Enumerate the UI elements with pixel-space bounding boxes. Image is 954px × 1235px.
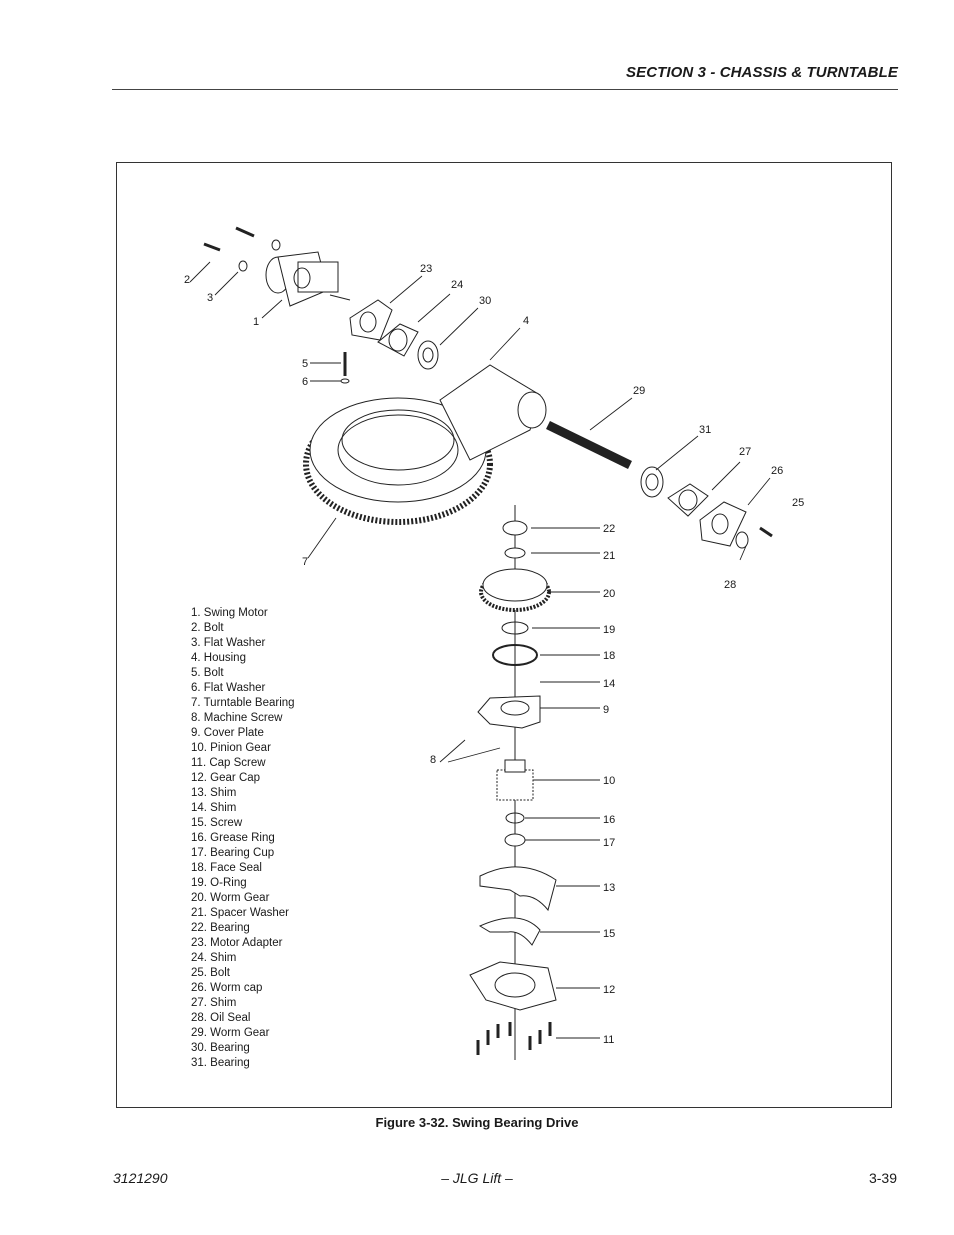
screw-15-part [478, 917, 541, 946]
callout-14: 14 [603, 678, 615, 690]
callout-21: 21 [603, 550, 615, 562]
callout-30: 30 [479, 295, 491, 307]
worm-gear-29-part [546, 420, 632, 470]
legend-item: 28. Oil Seal [191, 1012, 251, 1024]
swing-motor-part [265, 251, 351, 307]
legend-item: 31. Bearing [191, 1057, 250, 1069]
legend-item: 23. Motor Adapter [191, 937, 283, 949]
gear-cap-part [469, 961, 557, 1011]
callout-8: 8 [430, 754, 436, 766]
doc-number: 3121290 [113, 1170, 168, 1186]
callout-11: 11 [603, 1034, 614, 1046]
callout-20: 20 [603, 588, 615, 600]
figure-frame [116, 162, 892, 1108]
callout-27: 27 [739, 446, 751, 458]
legend-item: 4. Housing [191, 652, 246, 664]
washer-6-part [340, 378, 350, 384]
legend-item: 22. Bearing [191, 922, 250, 934]
spacer-washer-part [504, 547, 526, 559]
legend-item: 17. Bearing Cup [191, 847, 275, 859]
bearing-22-part [502, 520, 528, 536]
legend-item: 12. Gear Cap [191, 772, 261, 784]
legend-item: 9. Cover Plate [191, 727, 264, 739]
legend-item: 30. Bearing [191, 1042, 250, 1054]
bearing-31-part [640, 466, 664, 498]
legend-item: 2. Bolt [191, 622, 224, 634]
oil-seal-part [735, 531, 749, 549]
callout-7: 7 [302, 556, 308, 568]
face-seal-part [492, 644, 538, 666]
legend-item: 8. Machine Screw [191, 712, 283, 724]
legend-item: 19. O-Ring [191, 877, 247, 889]
callout-10: 10 [603, 775, 615, 787]
legend-item: 10. Pinion Gear [191, 742, 271, 754]
legend-item: 27. Shim [191, 997, 237, 1009]
motor-adapter-part [349, 299, 393, 341]
header-rule [112, 89, 898, 90]
page-number: 3-39 [868, 1170, 897, 1186]
callout-5: 5 [302, 358, 308, 370]
legend-item: 13. Shim [191, 787, 237, 799]
bearing-30-part [417, 340, 439, 370]
callout-13: 13 [603, 882, 615, 894]
washer-3-part [238, 260, 248, 272]
callout-2: 2 [184, 274, 190, 286]
callout-28: 28 [724, 579, 736, 591]
shim-24-part [377, 323, 419, 357]
callout-4: 4 [523, 315, 529, 327]
callout-18: 18 [603, 650, 615, 662]
footer-brand: – JLG Lift – [441, 1170, 513, 1186]
callout-26: 26 [771, 465, 783, 477]
callout-29: 29 [633, 385, 645, 397]
worm-cap-part [699, 501, 747, 547]
pinion-gear-part [496, 769, 534, 801]
callout-23: 23 [420, 263, 432, 275]
legend-item: 21. Spacer Washer [191, 907, 290, 919]
cap-screw-part [476, 1022, 552, 1055]
parts-legend: 1. Swing Motor 2. Bolt 3. Flat Washer 4.… [191, 606, 295, 1071]
cover-plate-part [477, 695, 541, 729]
callout-19: 19 [603, 624, 615, 636]
callout-24: 24 [451, 279, 463, 291]
bolt-2-part [203, 226, 255, 252]
legend-item: 18. Face Seal [191, 862, 262, 874]
legend-item: 11. Cap Screw [191, 757, 266, 769]
o-ring-part [501, 621, 529, 635]
figure-caption: Figure 3-32. Swing Bearing Drive [375, 1115, 579, 1130]
callout-6: 6 [302, 376, 308, 388]
legend-item: 5. Bolt [191, 667, 224, 679]
legend-item: 25. Bolt [191, 967, 230, 979]
legend-item: 15. Screw [191, 817, 243, 829]
legend-item: 20. Worm Gear [191, 892, 270, 904]
callout-1: 1 [253, 316, 259, 328]
shim-13-part [479, 866, 557, 912]
callout-3: 3 [207, 292, 213, 304]
callout-16: 16 [603, 814, 615, 826]
callout-15: 15 [603, 928, 615, 940]
grease-ring-part [505, 812, 525, 824]
legend-item: 3. Flat Washer [191, 637, 266, 649]
callout-9: 9 [603, 704, 609, 716]
shim-27-part [667, 483, 709, 517]
callout-22: 22 [603, 523, 615, 535]
legend-item: 24. Shim [191, 952, 237, 964]
callout-12: 12 [603, 984, 615, 996]
legend-item: 14. Shim [191, 802, 237, 814]
callout-31: 31 [699, 424, 711, 436]
legend-item: 16. Grease Ring [191, 832, 275, 844]
legend-item: 7. Turntable Bearing [191, 697, 295, 709]
bearing-cup-part [504, 833, 526, 847]
section-header: SECTION 3 - CHASSIS & TURNTABLE [625, 64, 898, 81]
leader-lines [189, 261, 771, 1039]
callout-25: 25 [792, 497, 804, 509]
callout-17: 17 [603, 837, 615, 849]
bolt-25-part [759, 526, 773, 538]
legend-item: 29. Worm Gear [191, 1027, 270, 1039]
legend-item: 6. Flat Washer [191, 682, 266, 694]
legend-item: 1. Swing Motor [191, 607, 268, 619]
legend-item: 26. Worm cap [191, 982, 263, 994]
